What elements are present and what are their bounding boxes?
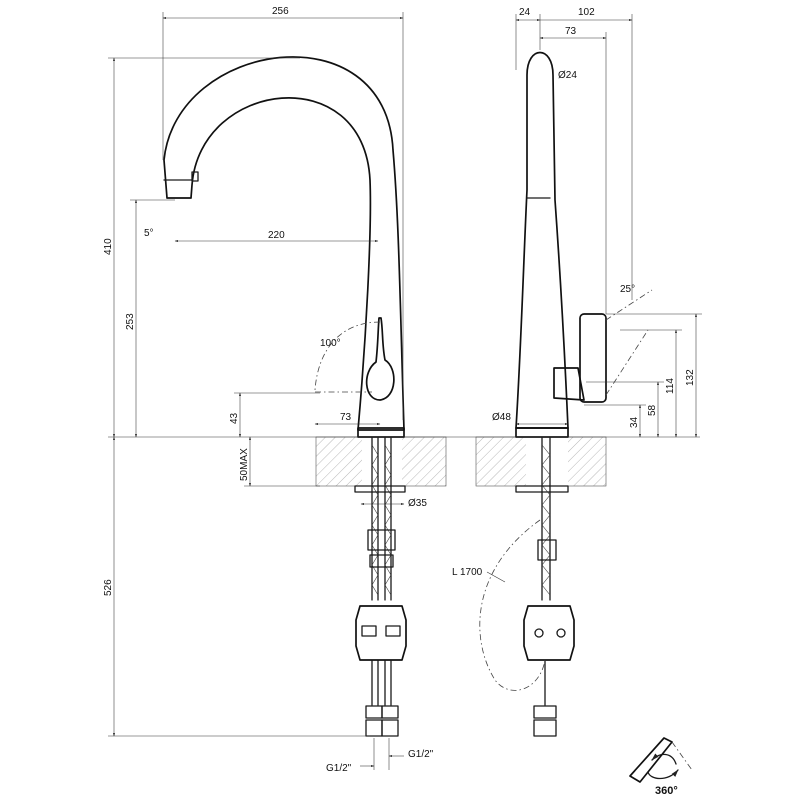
dim-410: 410 xyxy=(103,238,114,255)
dim-526: 526 xyxy=(103,579,114,596)
dim-132: 132 xyxy=(685,369,696,386)
connector-block-front xyxy=(355,605,407,661)
dim-114: 114 xyxy=(665,378,676,394)
dim-thread-left: G1/2" xyxy=(326,763,352,774)
dim-dia-35: Ø35 xyxy=(408,498,427,509)
dimension-lines xyxy=(108,12,702,770)
dim-73: 73 xyxy=(340,412,352,423)
base-ring-side xyxy=(515,427,569,438)
dim-253: 253 xyxy=(125,313,136,330)
dim-24: 24 xyxy=(519,7,531,18)
dim-25-deg: 25° xyxy=(620,284,635,295)
dim-dia-24: Ø24 xyxy=(558,70,577,81)
hoses-front xyxy=(355,436,407,737)
body-side xyxy=(515,51,569,429)
countertop-front xyxy=(315,436,447,487)
dim-100-deg: 100° xyxy=(320,338,341,349)
dim-50max: 50MAX xyxy=(239,448,250,481)
dim-dia-48: Ø48 xyxy=(492,412,511,423)
dim-220: 220 xyxy=(268,230,285,241)
connector-block-side xyxy=(523,605,575,661)
front-view xyxy=(163,56,407,737)
dim-hose-length: L 1700 xyxy=(452,567,483,578)
side-view xyxy=(479,51,653,737)
countertop-side xyxy=(475,436,607,487)
lever-handle-front xyxy=(365,317,395,401)
rotation-360-icon xyxy=(629,737,693,783)
dim-5-deg: 5° xyxy=(144,228,154,239)
dim-thread-right: G1/2" xyxy=(408,749,434,760)
hose-length-path xyxy=(479,519,546,691)
dim-102: 102 xyxy=(578,7,595,18)
dim-73-top: 73 xyxy=(565,26,577,37)
lever-handle-side xyxy=(553,367,585,401)
dim-43: 43 xyxy=(229,412,240,424)
rotation-360-label: 360° xyxy=(655,785,678,797)
dim-34: 34 xyxy=(629,416,640,428)
dim-58: 58 xyxy=(647,404,658,416)
dim-256: 256 xyxy=(272,6,289,17)
